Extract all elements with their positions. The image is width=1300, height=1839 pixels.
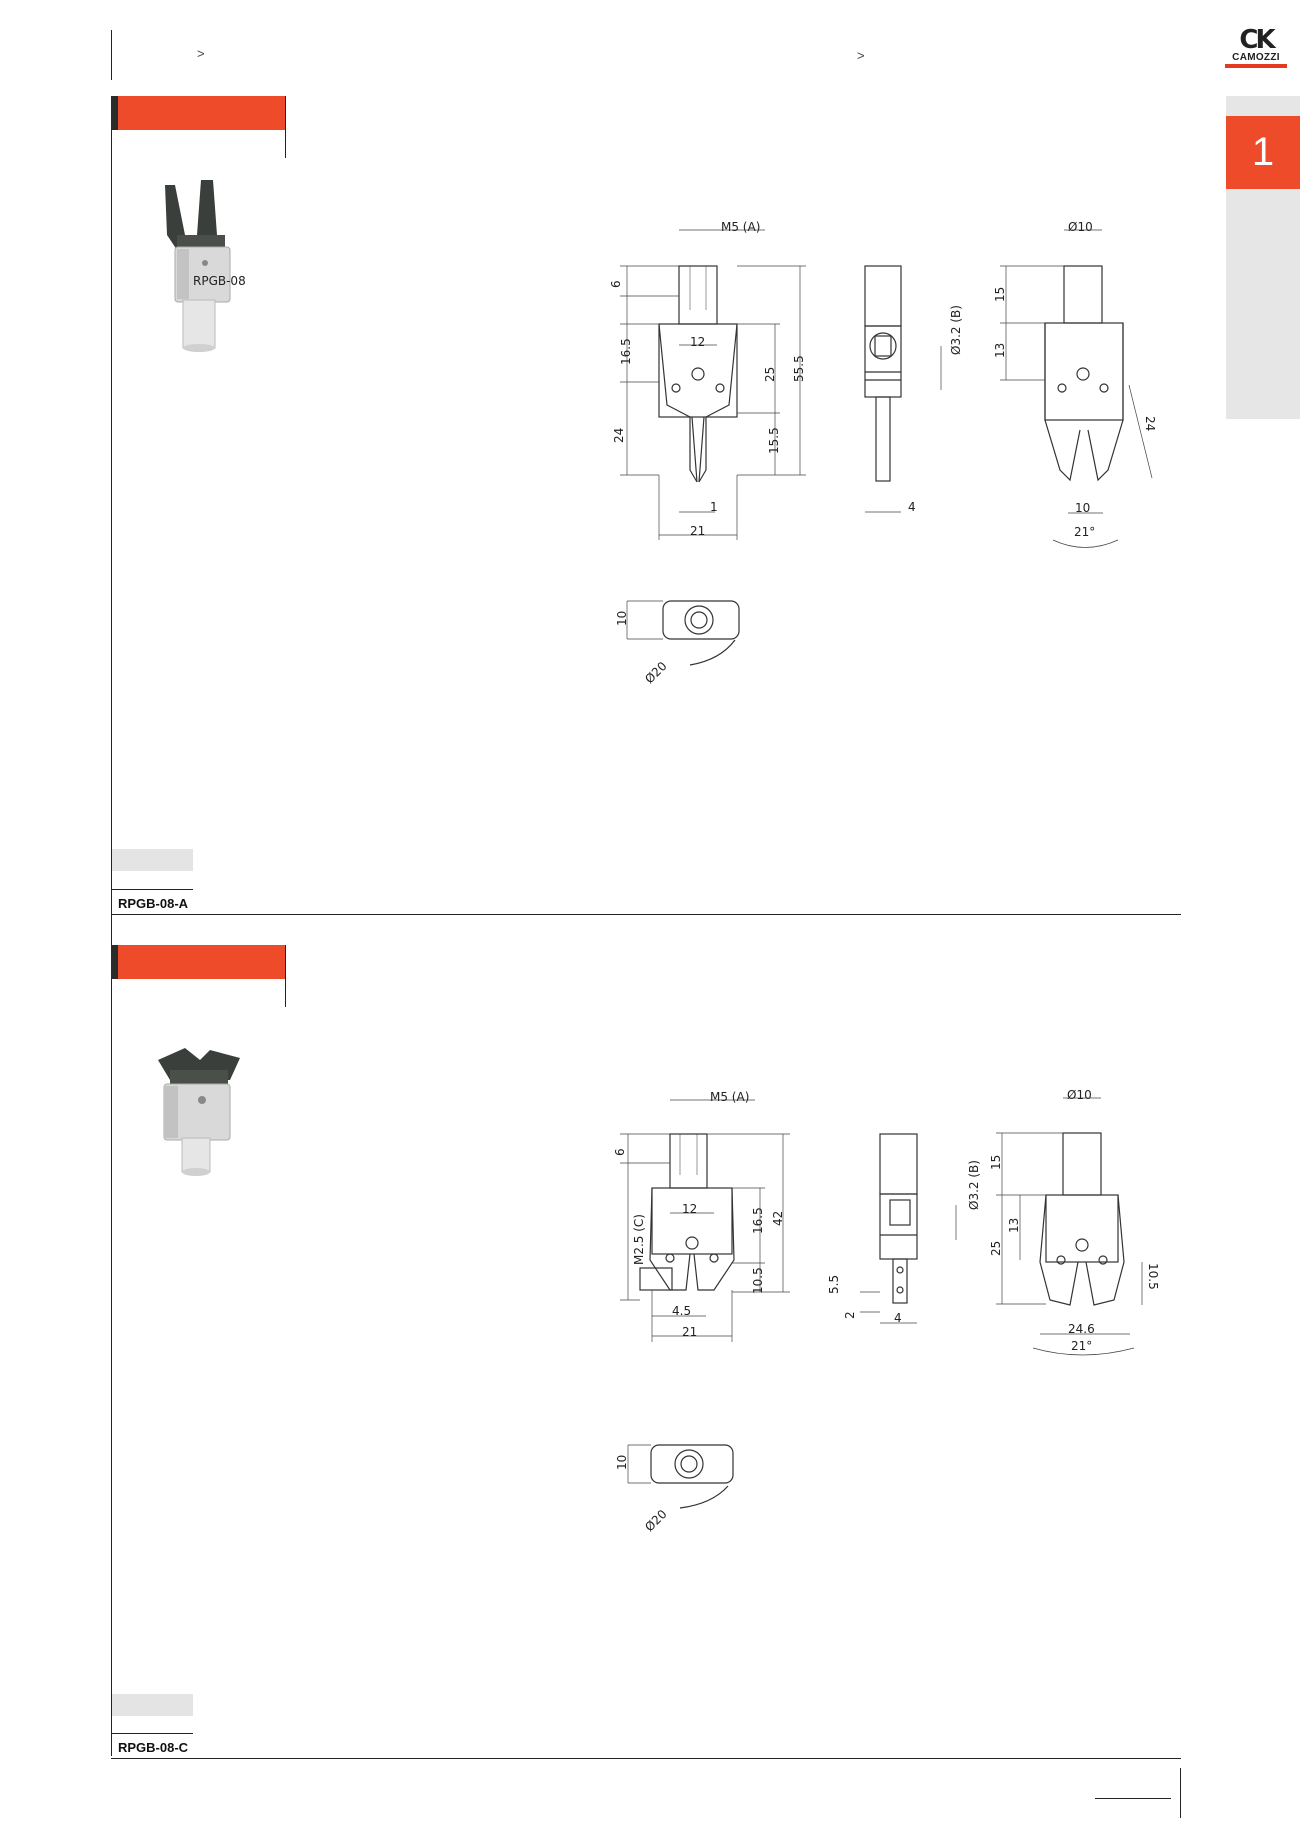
s1-label-15-5: 15.5 [767, 427, 781, 454]
s2-label-6: 6 [613, 1148, 627, 1156]
s1-label-16-5: 16.5 [619, 338, 633, 365]
section-2-model-code: RPGB-08-C [118, 1740, 189, 1755]
s1-label-1: 1 [710, 500, 718, 514]
s1-label-top-dia-20: Ø20 [642, 659, 669, 686]
nav-chevron-left[interactable]: > [197, 46, 205, 61]
s1-label-25: 25 [763, 367, 777, 382]
s1-label-15: 15 [993, 287, 1007, 302]
s2-label-4-5: 4.5 [672, 1304, 691, 1318]
s2-label-top-10: 10 [615, 1455, 629, 1470]
s1-label-angle: 21° [1074, 525, 1095, 539]
technical-drawing-rpgb-08-c: M5 (A) 6 M2.5 (C) 12 16.5 42 10.5 4.5 21… [613, 1088, 1160, 1534]
section-2-header-rule [285, 945, 286, 1007]
svg-text:RPGB-08-A: RPGB-08-A [193, 274, 245, 288]
s1-label-thread: M5 (A) [721, 220, 760, 234]
s2-label-21: 21 [682, 1325, 697, 1339]
s1-label-12: 12 [690, 335, 705, 349]
s2-label-thread-c: M2.5 (C) [632, 1214, 646, 1265]
product-photo-rpgb-08-c [158, 1048, 240, 1176]
footer-rule [1095, 1798, 1171, 1799]
nav-chevron-right[interactable]: > [857, 48, 865, 63]
technical-drawing-rpgb-08-a: M5 (A) 6 16.5 24 12 25 55.5 15.5 1 21 Ø3… [609, 220, 1157, 686]
s1-label-top-10: 10 [615, 611, 629, 626]
section-1-header-rule [285, 96, 286, 158]
section-2-header-marker [111, 945, 118, 979]
footer-page-rule [1180, 1768, 1181, 1818]
section-2-grey-tag [112, 1694, 193, 1716]
s2-label-10-5-side: 10.5 [1146, 1263, 1160, 1290]
s2-label-13: 13 [1007, 1218, 1021, 1233]
logo-bar [1225, 64, 1287, 68]
s1-label-10: 10 [1075, 501, 1090, 515]
s2-label-24-6: 24.6 [1068, 1322, 1095, 1336]
s1-label-6: 6 [609, 280, 623, 288]
s1-label-dia-10: Ø10 [1068, 220, 1093, 234]
s1-label-55-5: 55.5 [792, 355, 806, 382]
section-2-model-rule [112, 1733, 193, 1734]
header-left-rule [111, 30, 112, 80]
content-left-rule [111, 96, 112, 1756]
s2-label-5-5: 5.5 [827, 1275, 841, 1294]
s1-label-4: 4 [908, 500, 916, 514]
s1-label-13: 13 [993, 343, 1007, 358]
section-1-bottom-rule [111, 914, 1181, 915]
logo-mark: CK [1239, 25, 1275, 55]
s2-label-dia-10: Ø10 [1067, 1088, 1092, 1102]
section-1-model-rule [112, 889, 193, 890]
s1-label-21: 21 [690, 524, 705, 538]
s2-label-10-5: 10.5 [751, 1267, 765, 1294]
s2-label-thread: M5 (A) [710, 1090, 749, 1104]
s1-label-24: 24 [612, 428, 626, 443]
s1-label-24-side: 24 [1143, 416, 1157, 431]
s2-label-hole: Ø3.2 (B) [967, 1160, 981, 1210]
section-1-grey-tag [112, 849, 193, 871]
section-1-model-code: RPGB-08-A [118, 896, 189, 911]
section-2-bottom-rule [111, 1758, 1181, 1759]
section-1-header-marker [111, 96, 118, 130]
s2-label-12: 12 [682, 1202, 697, 1216]
s2-label-4: 4 [894, 1311, 902, 1325]
section-1-header-band [111, 96, 286, 130]
s2-label-2: 2 [843, 1311, 857, 1319]
product-photo-rpgb-08-a: RPGB-08-A [165, 180, 245, 352]
s2-label-top-dia-20: Ø20 [642, 1507, 669, 1534]
section-2-header-band [111, 945, 286, 979]
section-tab[interactable]: 1 [1226, 116, 1300, 189]
logo-text: CAMOZZI [1232, 52, 1280, 63]
s1-label-hole: Ø3.2 (B) [949, 305, 963, 355]
s2-label-16-5: 16.5 [751, 1207, 765, 1234]
camozzi-logo: CK CAMOZZI [1225, 25, 1287, 74]
s2-label-angle: 21° [1071, 1339, 1092, 1353]
s2-label-25: 25 [989, 1241, 1003, 1256]
s2-label-42: 42 [771, 1211, 785, 1226]
s2-label-15: 15 [989, 1155, 1003, 1170]
